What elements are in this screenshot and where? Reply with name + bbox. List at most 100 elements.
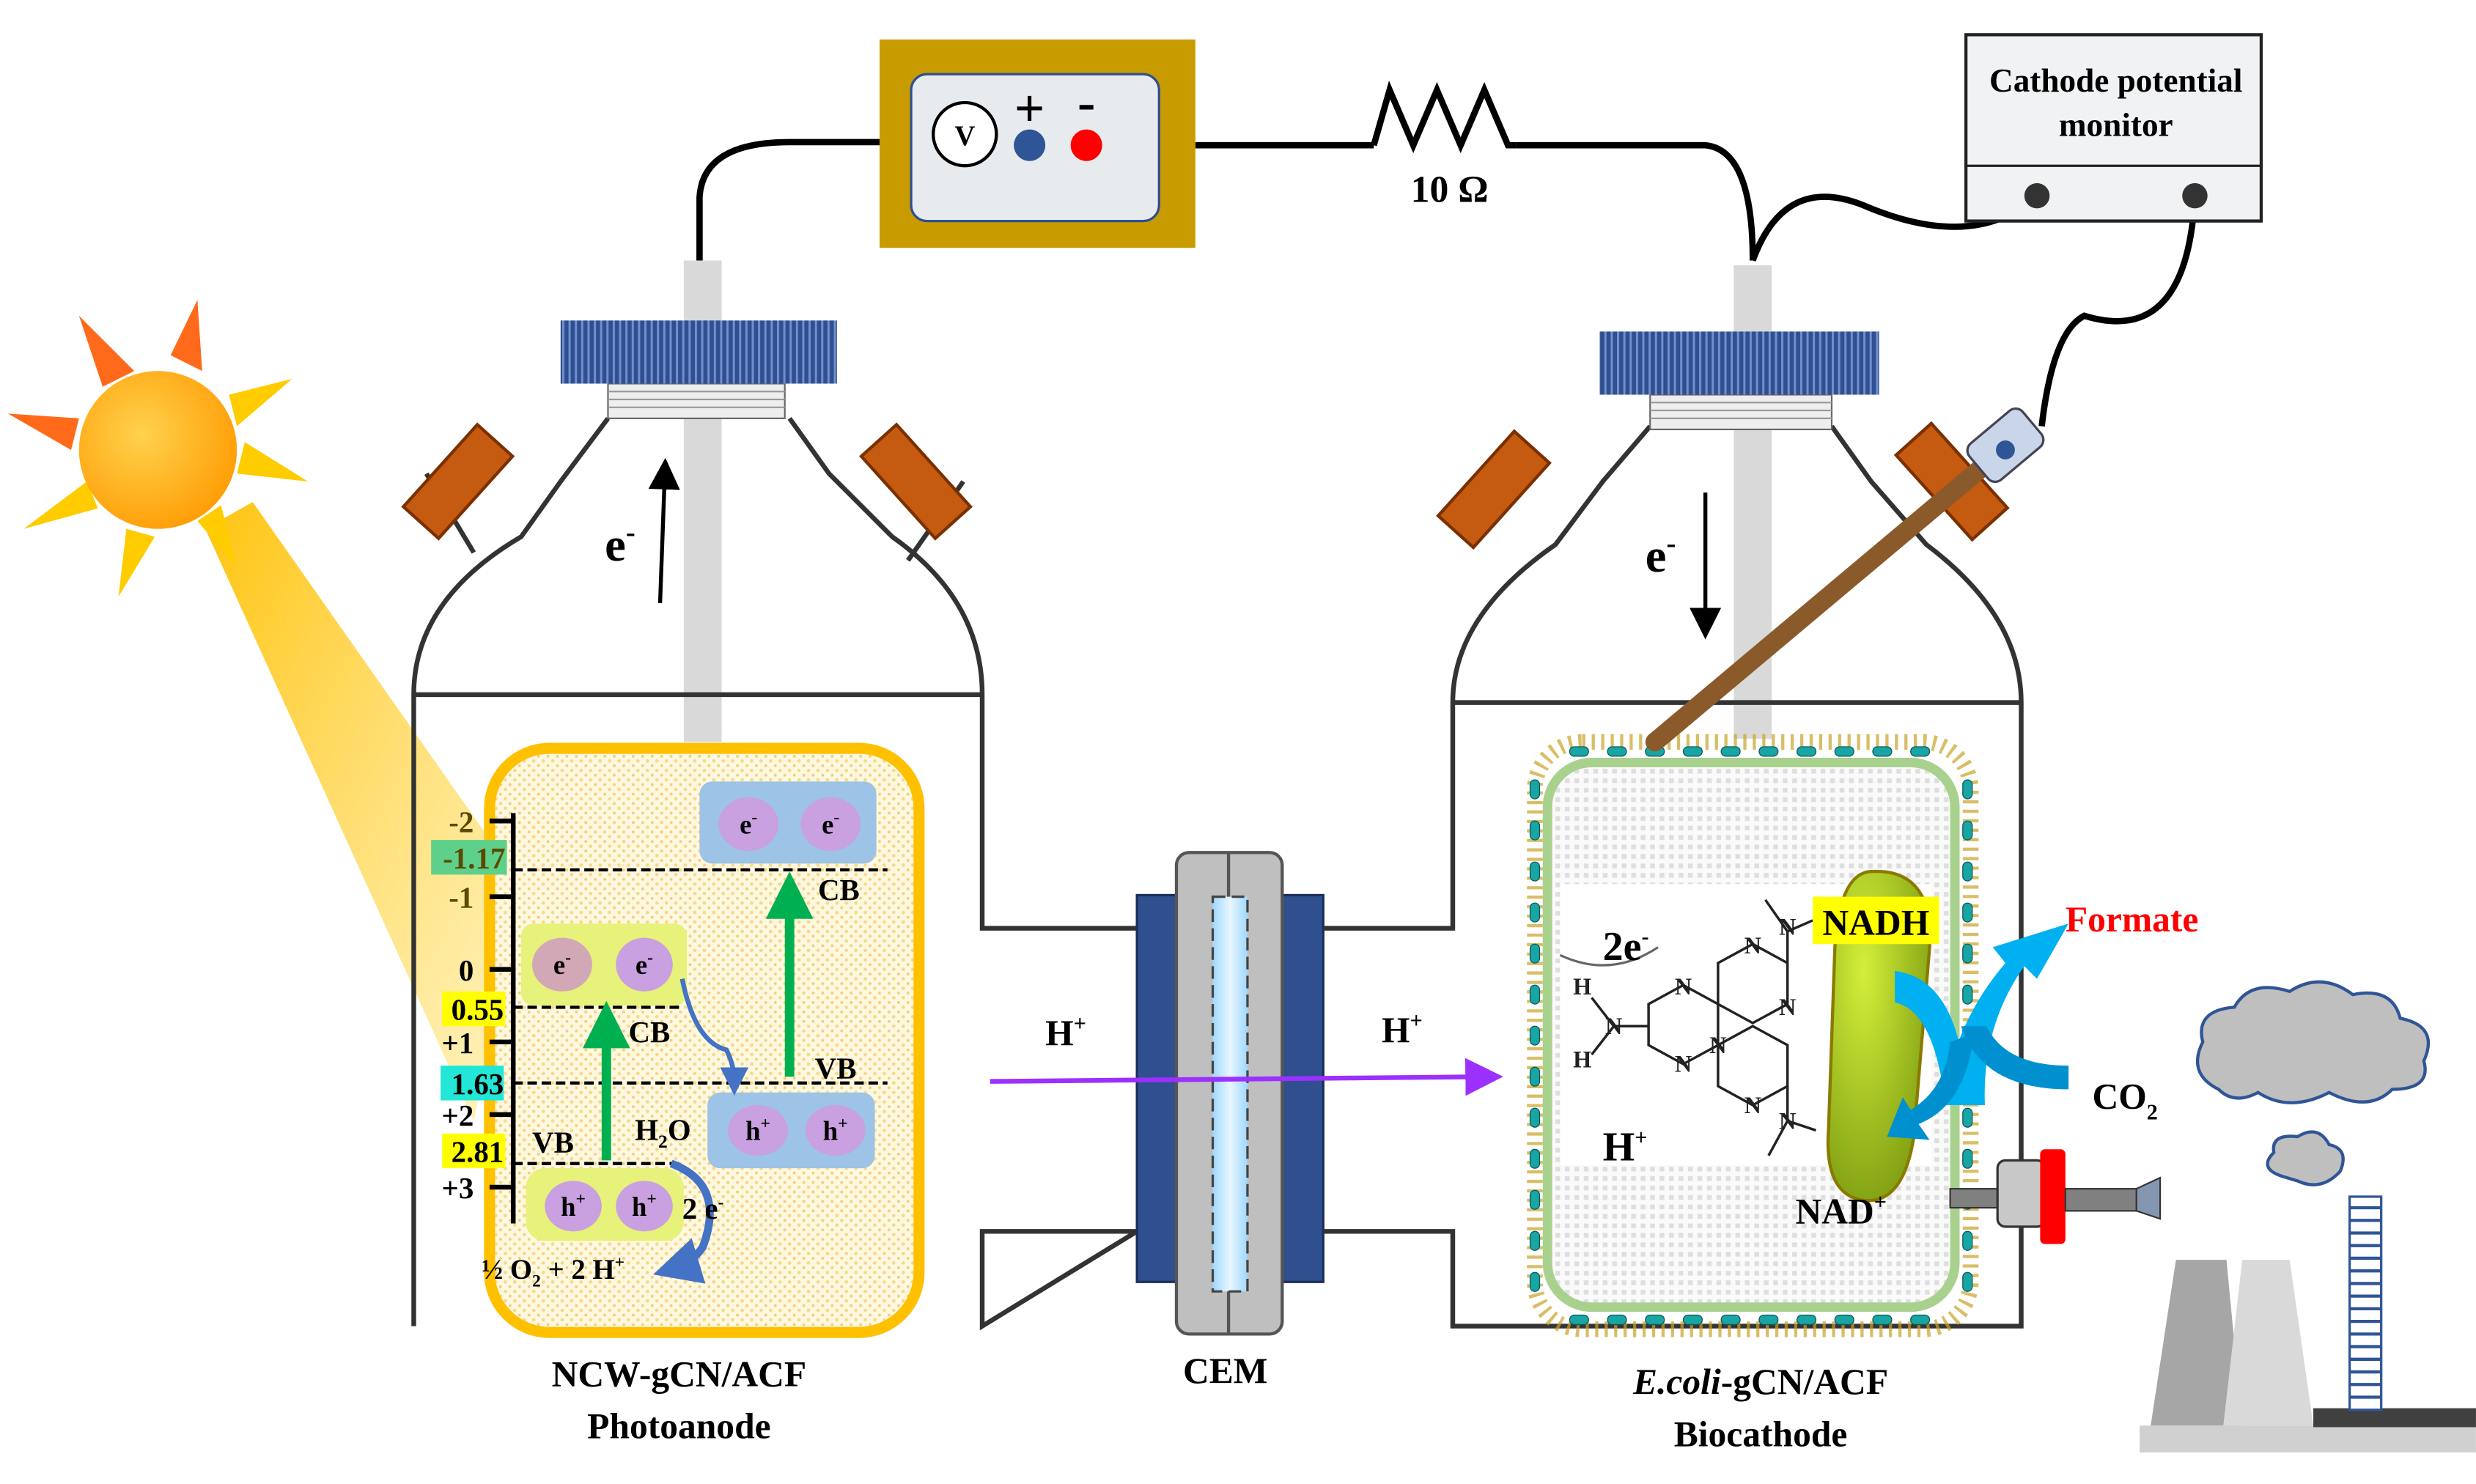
bacterium-dot	[1529, 984, 1541, 1005]
bacterium-dot	[1529, 861, 1541, 882]
biocathode-caption: E.coli-gCN/ACF	[1632, 1362, 1888, 1402]
scale-tick: +2	[442, 1099, 474, 1132]
atom-label: N	[1605, 1013, 1622, 1039]
bacterium-dot	[1529, 1025, 1541, 1046]
negative-terminal-label: -	[1077, 73, 1095, 132]
bacterium-dot	[1962, 1271, 1973, 1292]
resistor-label: 10 Ω	[1411, 169, 1489, 211]
electron: e-	[635, 948, 653, 980]
voltmeter-symbol: V	[954, 120, 975, 152]
bacterium-dot	[1962, 1107, 1973, 1128]
cem-label: CEM	[1183, 1351, 1268, 1391]
photoanode-panel: -2 -1 0 +1 +2 +3 -1.17 0.55 1.63 2.81	[431, 742, 925, 1338]
electron: e-	[740, 808, 757, 839]
cathode-potential-monitor: Cathode potential monitor	[1964, 33, 2263, 223]
atom-label: H	[1573, 1046, 1591, 1072]
side-port-cap	[401, 422, 515, 541]
vb-label: VB	[815, 1052, 857, 1085]
factory-icon	[2140, 1195, 2476, 1452]
co2-to-nad-arrow	[1887, 1026, 2069, 1140]
heptazine-structure	[1591, 898, 1817, 1156]
bacterium-dot	[1529, 1230, 1541, 1251]
bacterium-dot	[1529, 820, 1541, 841]
side-port-cap	[859, 422, 973, 541]
bacterium-dot	[1682, 1314, 1703, 1326]
bacterium-dot	[1910, 746, 1931, 757]
negative-terminal	[1070, 129, 1102, 161]
cathode-electron-label: e-	[1646, 528, 1676, 582]
nadh-label: NADH	[1822, 902, 1929, 942]
monitor-label-line2: monitor	[2059, 106, 2173, 143]
bacterium-dot	[1529, 943, 1541, 964]
hole: h+	[561, 1190, 586, 1222]
bacterium-dot	[1962, 820, 1973, 841]
level-value: 2.81	[452, 1136, 504, 1169]
bacterium-dot	[1962, 902, 1973, 923]
bacterium-dot	[1682, 746, 1703, 757]
bacterium-dot	[1872, 746, 1893, 757]
level-value: -1.17	[443, 842, 505, 875]
atom-label: N	[1779, 994, 1796, 1020]
atom-label: N	[1675, 1051, 1692, 1077]
water-label: H2O	[635, 1113, 691, 1152]
positive-terminal-label: +	[1014, 78, 1045, 138]
bacterium-dot	[1529, 1148, 1541, 1169]
bacterium-dot	[1645, 1314, 1665, 1326]
scale-tick: -1	[449, 882, 474, 915]
bacterium-dot	[1796, 1314, 1817, 1326]
co2-label: CO2	[2092, 1076, 2157, 1124]
bacterium-dot	[1834, 1314, 1854, 1326]
level-value: 1.63	[452, 1068, 504, 1101]
anode-chamber: e-	[401, 260, 1146, 1331]
cation-exchange-membrane	[1135, 851, 1324, 1336]
bacterium-dot	[1758, 1314, 1779, 1326]
bacterium-dot	[1529, 1107, 1541, 1128]
proton-label: H+	[1045, 1011, 1086, 1053]
bacterium-dot	[1607, 746, 1627, 757]
voltmeter: V + -	[879, 39, 1195, 248]
photoanode-caption: NCW-gCN/ACF	[552, 1354, 807, 1394]
bacterium-dot	[1569, 1314, 1589, 1326]
biocathode-caption: Biocathode	[1674, 1414, 1848, 1454]
bacterium-dot	[1720, 1314, 1741, 1326]
bacterium-dot	[1529, 1271, 1541, 1292]
atom-label: N	[1744, 1092, 1761, 1118]
positive-terminal	[1014, 129, 1046, 161]
bacterium-dot	[1758, 746, 1779, 757]
proton-label: H+	[1382, 1008, 1423, 1049]
scale-tick: +3	[442, 1172, 474, 1205]
bacterium-dot	[1962, 1230, 1973, 1251]
formate-label: Formate	[2066, 899, 2199, 940]
biocathode-panel: 2e- H+ N N N N N N N N N H H NADH NAD+	[1527, 734, 1979, 1337]
reference-electrode	[1645, 451, 2000, 752]
oxygen-proton-label: ½ O2 + 2 H+	[482, 1253, 624, 1291]
bottle-cap	[560, 320, 837, 384]
gas-inlet-valve	[1949, 1149, 2162, 1244]
atom-label: N	[1779, 913, 1796, 940]
bacterium-dot	[1796, 746, 1817, 757]
bottle-cap	[1599, 331, 1879, 395]
bacterium-dot	[1529, 902, 1541, 923]
water-oxidation-arrow	[653, 1159, 714, 1284]
cb-label: CB	[818, 874, 860, 907]
hole: h+	[823, 1114, 848, 1145]
atom-label: N	[1744, 932, 1761, 959]
resistor	[1371, 80, 1517, 154]
bacterium-dot	[1962, 861, 1973, 882]
sun-icon	[7, 300, 521, 1121]
vb-label: VB	[532, 1126, 574, 1159]
bacterium-dot	[1962, 984, 1973, 1005]
monitor-label-line1: Cathode potential	[1989, 62, 2242, 99]
hole: h+	[745, 1114, 770, 1145]
anode-electron-label: e-	[605, 517, 635, 571]
bacterium-dot	[1529, 1189, 1541, 1210]
bacterium-dot	[1569, 746, 1589, 757]
proton-label: H+	[1603, 1124, 1648, 1170]
electron: e-	[553, 948, 571, 980]
bacterium-dot	[1962, 943, 1973, 964]
bacterium-dot	[1834, 746, 1854, 757]
bacterium-dot	[1529, 779, 1541, 800]
electron-flow-up-arrow	[648, 457, 680, 604]
bacterium-dot	[1962, 779, 1973, 800]
